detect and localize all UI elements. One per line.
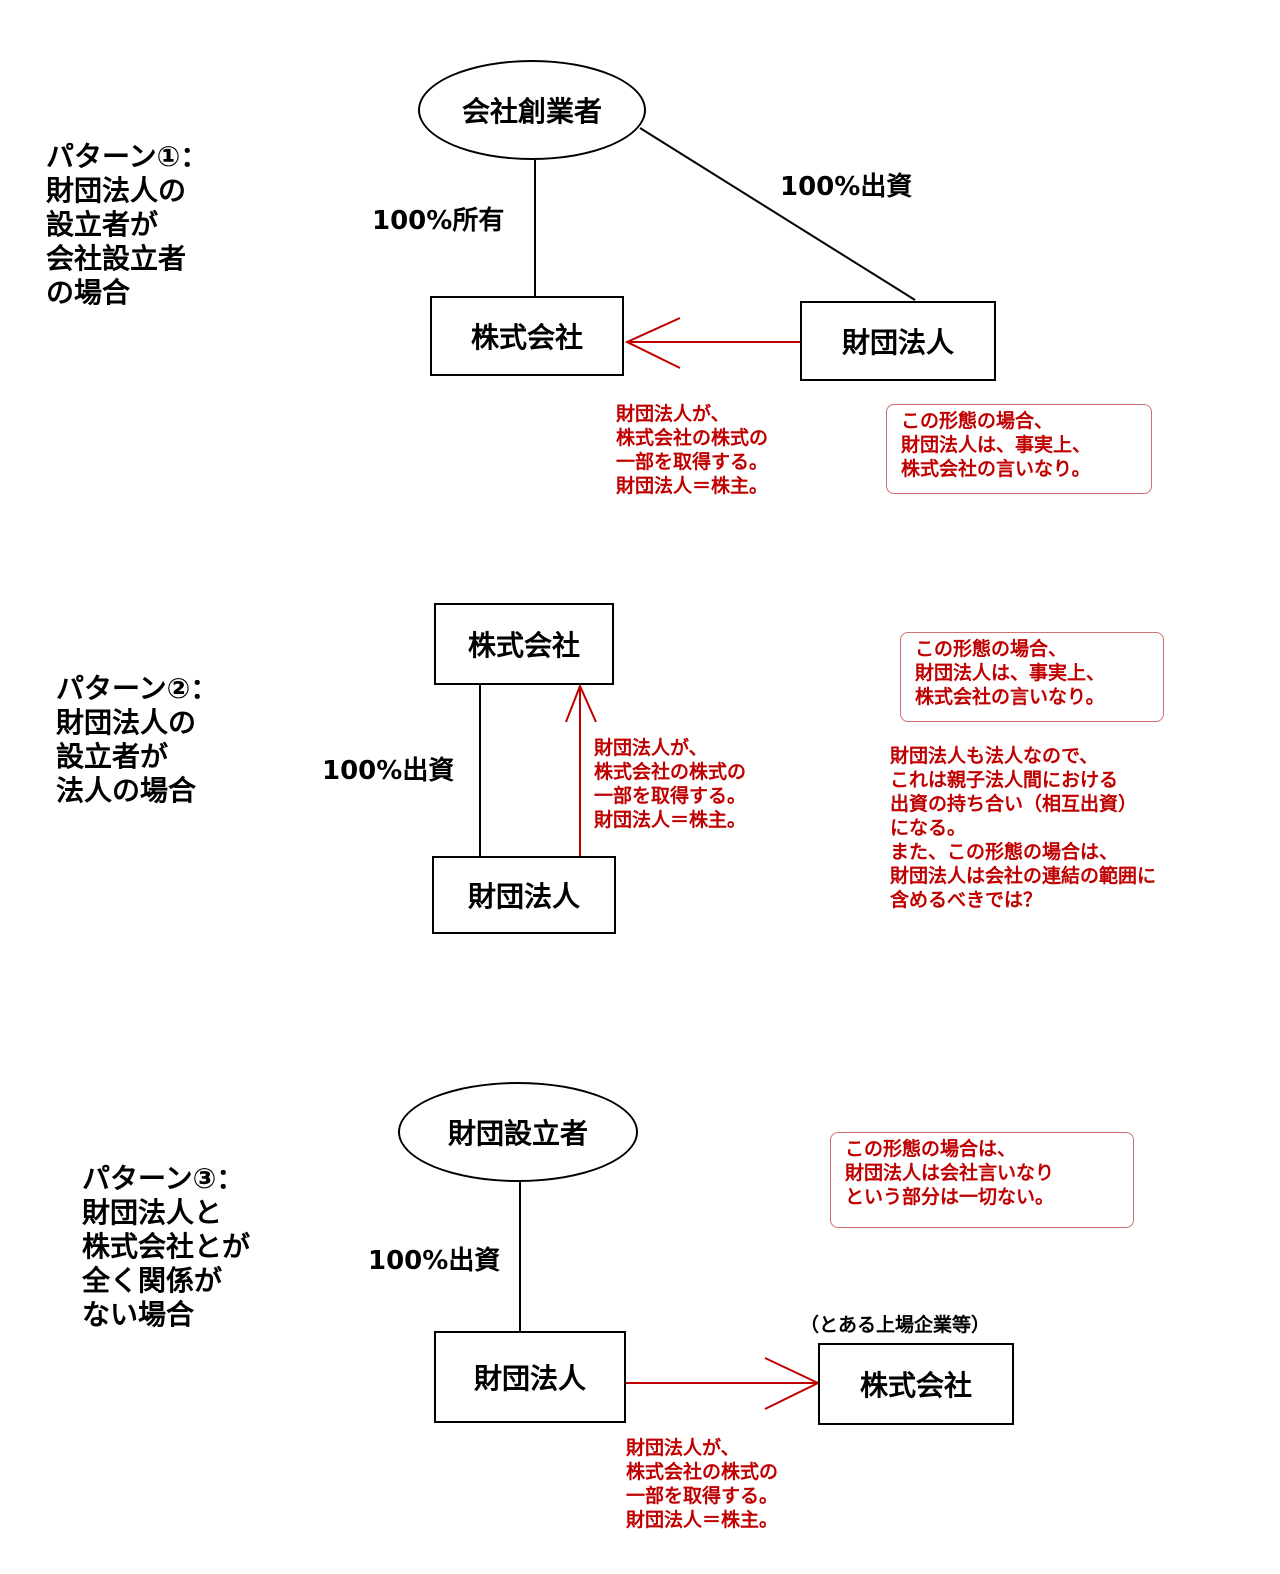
p3-callout: この形態の場合は、 財団法人は会社言いなり という部分は一切ない。 bbox=[830, 1132, 1134, 1228]
p1-investment-line bbox=[639, 127, 916, 301]
p3-foundation-box: 財団法人 bbox=[434, 1331, 626, 1423]
p2-share-arrowhead bbox=[565, 683, 597, 723]
p3-company-note: （とある上場企業等） bbox=[800, 1314, 991, 1336]
p1-founder-node: 会社創業者 bbox=[418, 60, 646, 160]
p2-arrow-note: 財団法人が、 株式会社の株式の 一部を取得する。 財団法人＝株主。 bbox=[594, 737, 747, 831]
pattern1-label: パターン①： 財団法人の 設立者が 会社設立者 の場合 bbox=[46, 140, 209, 309]
p1-arrow-note: 財団法人が、 株式会社の株式の 一部を取得する。 財団法人＝株主。 bbox=[616, 403, 769, 497]
p3-arrow-note: 財団法人が、 株式会社の株式の 一部を取得する。 財団法人＝株主。 bbox=[626, 1437, 779, 1531]
p2-foundation-box: 財団法人 bbox=[432, 856, 616, 934]
p1-company-box: 株式会社 bbox=[430, 296, 624, 376]
p3-company-box: 株式会社 bbox=[818, 1343, 1014, 1425]
pattern2-label: パターン②： 財団法人の 設立者が 法人の場合 bbox=[56, 672, 219, 807]
p2-callout: この形態の場合、 財団法人は、事実上、 株式会社の言いなり。 bbox=[900, 632, 1164, 722]
p2-company-box: 株式会社 bbox=[434, 603, 614, 685]
p3-investment-label: 100%出資 bbox=[368, 1246, 501, 1276]
p1-investment-label: 100%出資 bbox=[780, 172, 913, 202]
pattern3-label: パターン③： 財団法人と 株式会社とが 全く関係が ない場合 bbox=[82, 1162, 251, 1331]
p1-share-arrowhead bbox=[624, 317, 681, 369]
p1-ownership-label: 100%所有 bbox=[372, 206, 505, 236]
p1-foundation-box: 財団法人 bbox=[800, 301, 996, 381]
p2-investment-label: 100%出資 bbox=[322, 756, 455, 786]
p3-founder-node: 財団設立者 bbox=[398, 1082, 638, 1182]
p1-callout: この形態の場合、 財団法人は、事実上、 株式会社の言いなり。 bbox=[886, 404, 1152, 494]
p2-comment: 財団法人も法人なので、 これは親子法人間における 出資の持ち合い（相互出資） に… bbox=[890, 745, 1157, 911]
